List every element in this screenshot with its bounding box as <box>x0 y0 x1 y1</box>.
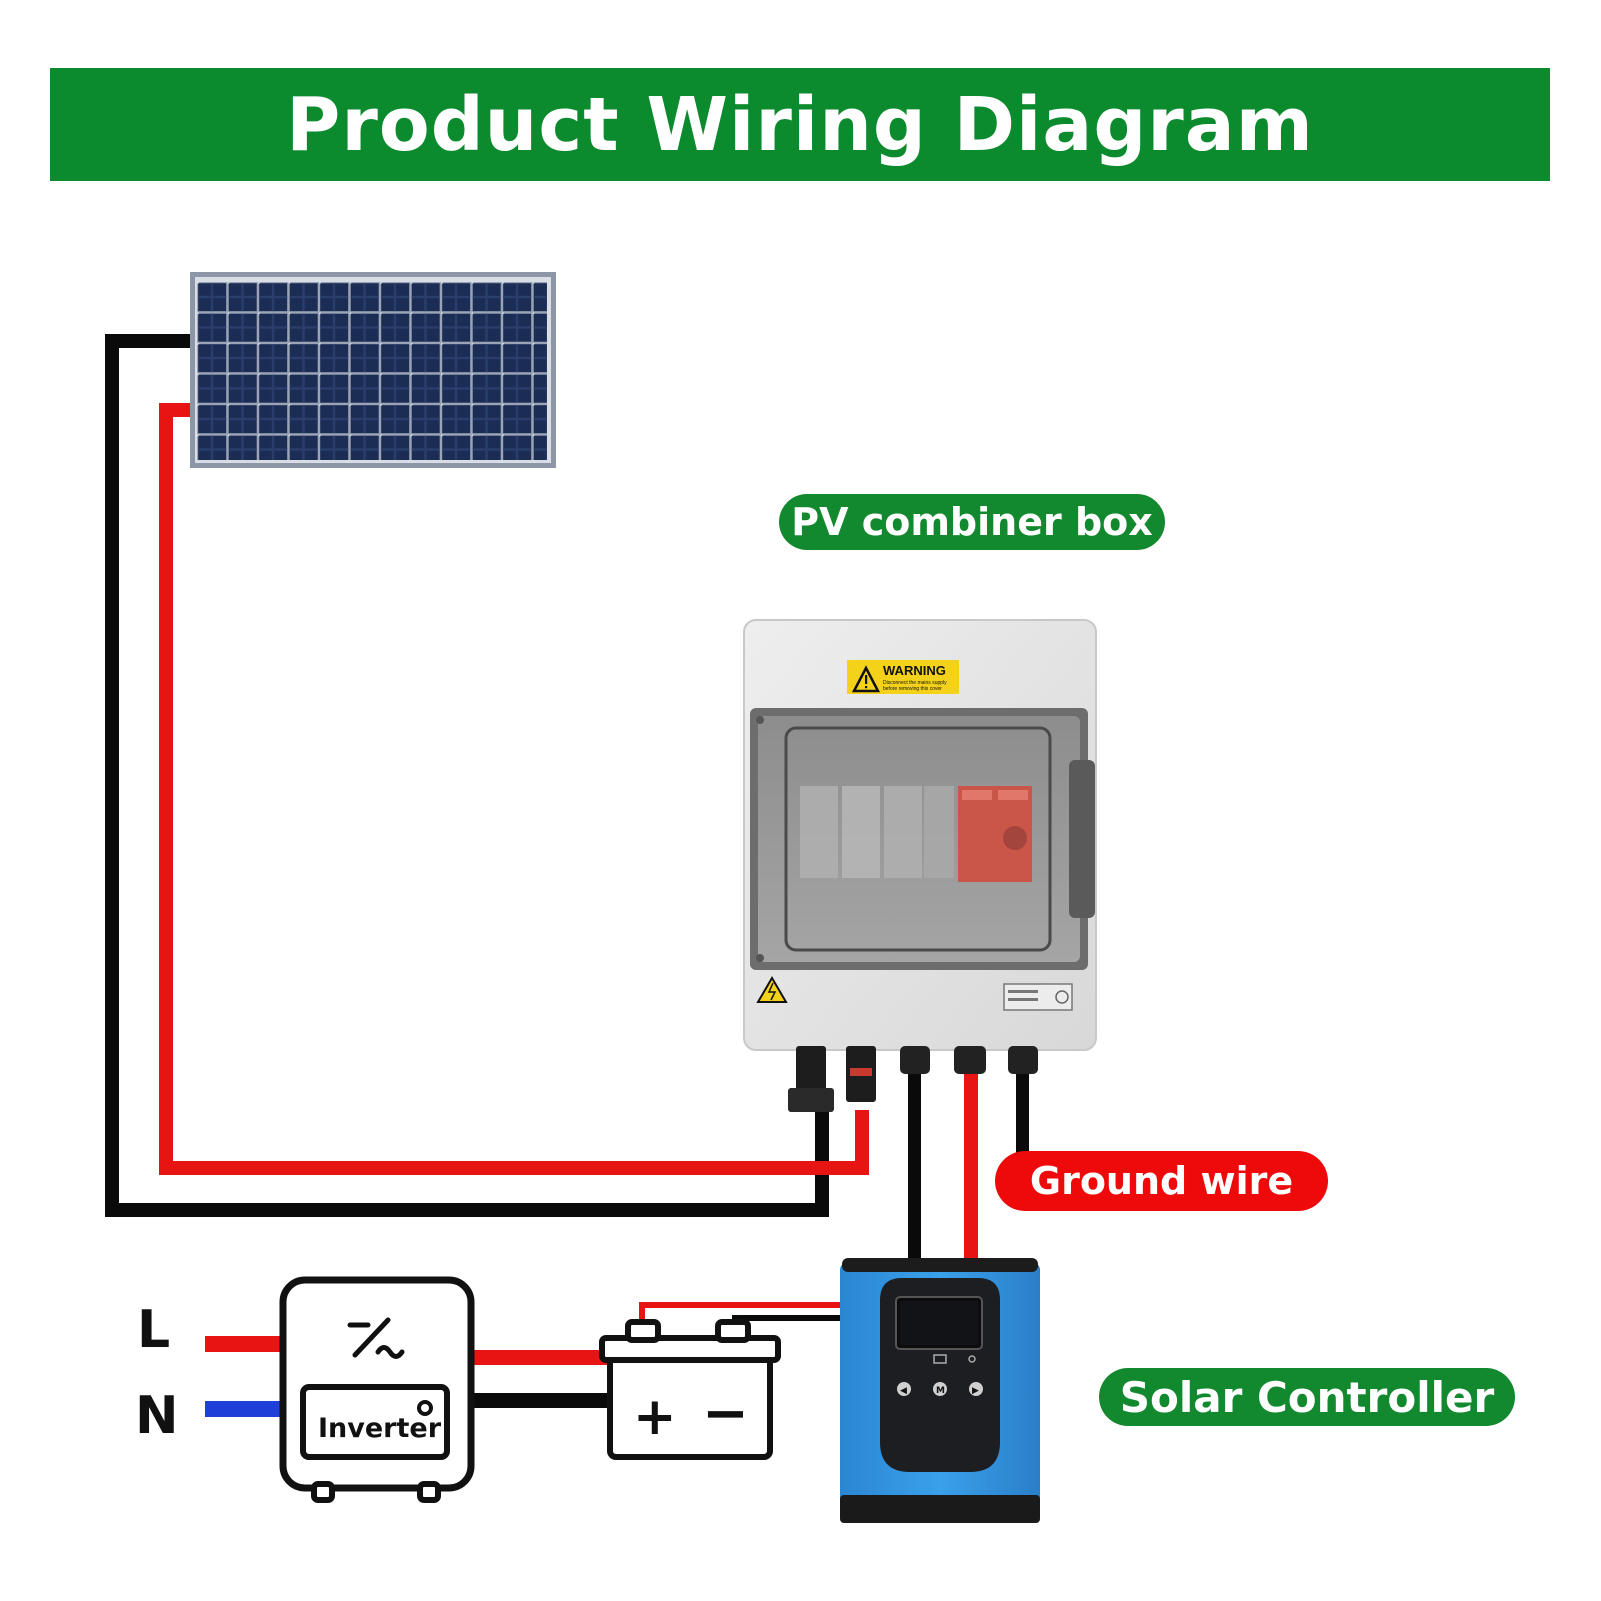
inv-battery-black <box>470 1393 610 1408</box>
controller-button-right: ▶ <box>972 1386 979 1396</box>
line-n-label: N <box>135 1386 179 1446</box>
pv-combiner-box-label: PV combiner box <box>779 494 1165 550</box>
inv-battery-red <box>470 1350 610 1365</box>
ground-cable-out <box>1016 1070 1029 1155</box>
battery-icon <box>599 1319 781 1460</box>
black-wire-pv <box>105 334 829 1217</box>
inverter-icon <box>279 1276 475 1503</box>
line-l-label: L <box>137 1300 171 1360</box>
inverter-label: Inverter <box>318 1413 442 1444</box>
red-wire-pv <box>159 403 869 1175</box>
warning-line2: before removing this cover <box>883 686 942 692</box>
n-wire <box>205 1401 283 1417</box>
black-cable-out <box>908 1070 921 1260</box>
battery-minus: − <box>702 1381 749 1446</box>
warning-title: WARNING <box>883 663 946 678</box>
controller-button-left: ◀ <box>900 1386 907 1396</box>
controller-button-mode: M <box>936 1386 945 1396</box>
pv-combiner-box-text: PV combiner box <box>791 500 1153 544</box>
solar-controller-text: Solar Controller <box>1119 1372 1495 1422</box>
warning-line1: Disconnect the mains supply <box>883 680 947 686</box>
combiner-box-icon <box>743 619 1097 1112</box>
solar-controller-label: Solar Controller <box>1099 1368 1515 1426</box>
ground-wire-text: Ground wire <box>1029 1159 1294 1203</box>
title-banner: Product Wiring Diagram <box>50 68 1550 181</box>
warning-triangle-icon <box>851 665 881 693</box>
ground-wire-label: Ground wire <box>995 1151 1328 1211</box>
l-wire <box>205 1336 283 1352</box>
red-cable-out <box>964 1070 978 1260</box>
solar-panel-icon <box>190 272 556 468</box>
solar-controller-icon <box>840 1258 1040 1523</box>
page-title: Product Wiring Diagram <box>286 81 1314 168</box>
battery-plus: + <box>633 1387 677 1447</box>
